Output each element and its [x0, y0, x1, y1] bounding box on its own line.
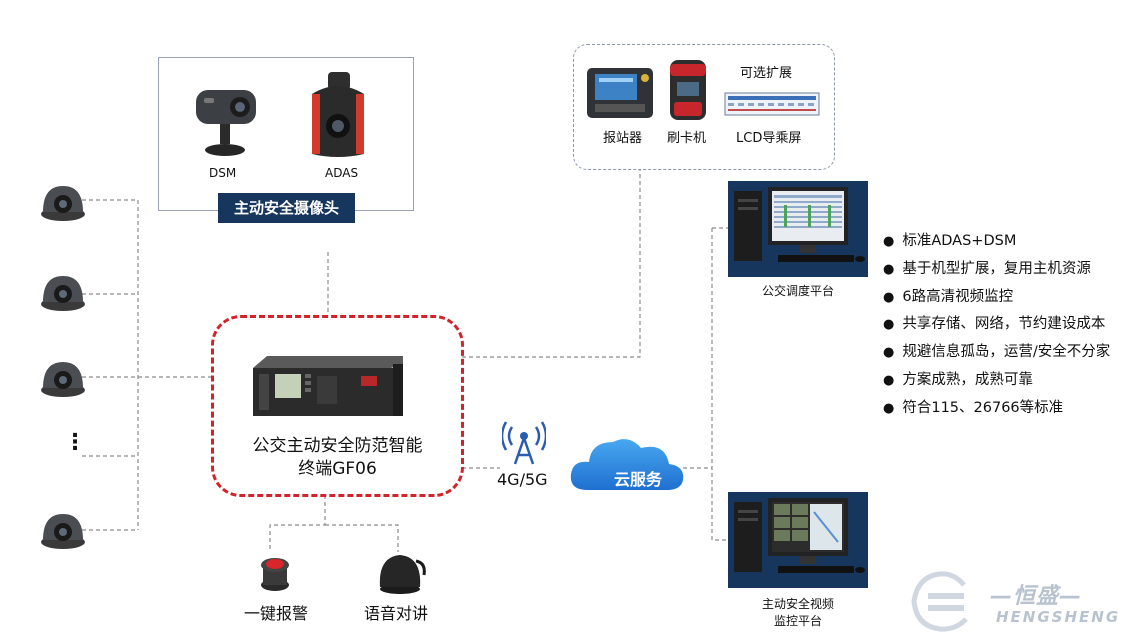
- cloud-image: [569, 432, 685, 500]
- feature-item: 符合115、26766等标准: [883, 395, 1110, 423]
- cloud-label: 云服务: [614, 470, 663, 489]
- dsm-camera-image: [192, 86, 262, 166]
- signal-label: 4G/5G: [497, 470, 548, 489]
- camera-group-title: 主动安全摄像头: [218, 193, 355, 223]
- computer-workstation-icon: [734, 498, 865, 573]
- optional-title: 可选扩展: [740, 66, 793, 81]
- feature-list: 标准ADAS+DSM 基于机型扩展，复用主机资源 6路高清视频监控 共享存储、网…: [883, 228, 1110, 423]
- dome-camera-icon: [41, 514, 85, 549]
- dome-camera-2: [38, 270, 88, 319]
- dome-camera-3: [38, 356, 88, 405]
- feature-item: 共享存储、网络，节约建设成本: [883, 311, 1110, 339]
- terminal-name-line2: 终端GF06: [298, 459, 377, 479]
- dome-camera-5: [38, 508, 88, 557]
- terminal-dashed-frame: [211, 315, 464, 497]
- lcd-screen-image: [724, 92, 820, 120]
- dome-camera-icon: [41, 276, 85, 311]
- lcd-label: LCD导乘屏: [736, 131, 802, 146]
- dispatch-platform-label: 公交调度平台: [761, 284, 834, 298]
- feature-item: 基于机型扩展，复用主机资源: [883, 256, 1110, 284]
- panic-button-image: [255, 553, 295, 597]
- video-platform-label-line2: 监控平台: [773, 614, 822, 628]
- terminal-to-alarm-line: [269, 495, 326, 552]
- station-reporter-image: [585, 66, 655, 124]
- adas-label: ADAS: [325, 166, 359, 180]
- logo-mark-icon: [911, 571, 968, 632]
- dsm-label: DSM: [209, 166, 237, 180]
- adas-camera-icon: [312, 72, 364, 157]
- active-safety-camera-box: [158, 57, 414, 211]
- dispatch-platform-panel: [728, 181, 868, 277]
- cloud-icon: [570, 439, 684, 490]
- watermark-english: HENGSHENG: [996, 608, 1121, 626]
- card-reader-image: [668, 58, 708, 126]
- dome-camera-icon: [41, 362, 85, 397]
- video-platform-label-line1: 主动安全视频: [761, 597, 834, 611]
- feature-item: 6路高清视频监控: [883, 284, 1110, 312]
- adas-camera-image: [306, 70, 370, 164]
- signal-tower-icon: [500, 421, 548, 465]
- more-cameras-ellipsis: ⋮: [64, 430, 86, 455]
- feature-item: 规避信息孤岛，运营/安全不分家: [883, 339, 1110, 367]
- panic-button-label: 一键报警: [244, 604, 309, 623]
- computer-workstation-icon: [734, 187, 865, 262]
- microphone-icon: [379, 555, 426, 594]
- feature-item: 标准ADAS+DSM: [883, 228, 1110, 256]
- card-reader-icon: [670, 60, 706, 120]
- card-reader-label: 刷卡机: [667, 131, 707, 146]
- intercom-label: 语音对讲: [364, 604, 429, 623]
- terminal-to-intercom-line: [325, 524, 399, 552]
- intercom-image: [372, 551, 428, 599]
- feature-item: 方案成熟，成熟可靠: [883, 367, 1110, 395]
- signal-tower-image: [500, 419, 548, 469]
- terminal-name-line1: 公交主动安全防范智能: [252, 436, 423, 456]
- panic-button-icon: [261, 558, 289, 591]
- watermark-chinese: —恒盛—: [990, 584, 1083, 609]
- dsm-camera-icon: [196, 90, 256, 156]
- dome-camera-icon: [41, 186, 85, 221]
- station-reporter-label: 报站器: [603, 131, 643, 146]
- lcd-screen-icon: [724, 92, 820, 116]
- dome-camera-1: [38, 180, 88, 229]
- station-reporter-icon: [587, 68, 653, 118]
- hengsheng-logo: [910, 571, 976, 637]
- terminal-to-optional-line: [462, 168, 641, 358]
- video-platform-panel: [728, 492, 868, 588]
- terminal-device-image: [253, 356, 403, 422]
- terminal-device-icon: [253, 356, 403, 416]
